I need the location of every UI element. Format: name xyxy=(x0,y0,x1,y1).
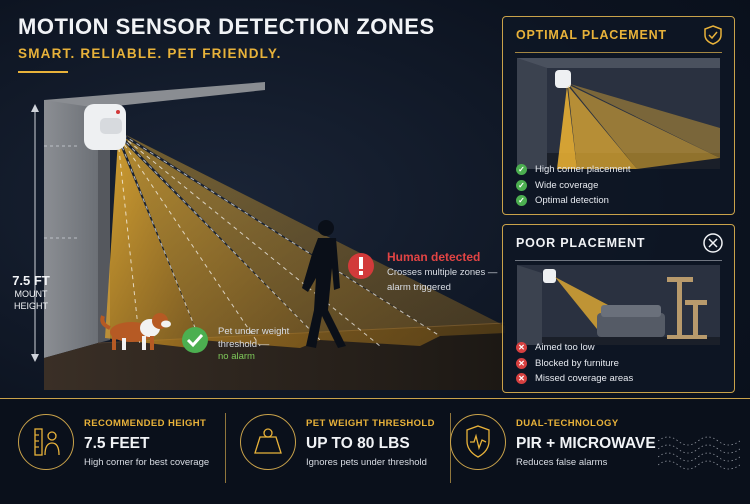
stat-description: Reduces false alarms xyxy=(516,457,608,468)
stats-bar: RECOMMENDED HEIGHT 7.5 FEET High corner … xyxy=(0,398,750,504)
motion-sensor-icon xyxy=(84,104,126,150)
x-icon: ✕ xyxy=(516,373,527,385)
list-item: ✓High corner placement xyxy=(516,162,631,178)
stat-divider xyxy=(225,413,226,483)
stat-description: High corner for best coverage xyxy=(84,457,210,468)
stat-label: RECOMMENDED HEIGHT xyxy=(84,418,207,429)
check-icon: ✓ xyxy=(516,179,527,191)
stat-description: Ignores pets under threshold xyxy=(306,457,427,468)
check-icon xyxy=(182,327,208,353)
optimal-placement-list: ✓High corner placement ✓Wide coverage ✓O… xyxy=(516,162,631,209)
detection-scene: 7.5 FT MOUNT HEIGHT xyxy=(0,78,506,390)
stat-dual-technology: DUAL-TECHNOLOGY PIR + MICROWAVE Reduces … xyxy=(432,399,750,504)
human-detected-line-1: Crosses multiple zones — xyxy=(387,267,498,278)
x-icon: ✕ xyxy=(516,357,527,369)
pet-callout-line-2: threshold — xyxy=(218,338,270,350)
poor-placement-illustration xyxy=(517,265,720,345)
stat-value: PIR + MICROWAVE xyxy=(516,435,656,452)
dog-icon xyxy=(100,313,171,350)
weight-icon xyxy=(240,414,296,470)
optimal-placement-illustration xyxy=(517,58,720,169)
shield-pulse-icon xyxy=(450,414,506,470)
list-item: ✓Wide coverage xyxy=(516,178,631,194)
poor-placement-title: POOR PLACEMENT xyxy=(516,236,646,250)
ruler-person-icon xyxy=(18,414,74,470)
stat-pet-weight: PET WEIGHT THRESHOLD UP TO 80 LBS Ignore… xyxy=(222,399,450,504)
x-icon: ✕ xyxy=(516,342,527,354)
wave-pattern-decoration xyxy=(658,436,740,470)
list-item: ✕Aimed too low xyxy=(516,340,633,356)
close-circle-icon xyxy=(703,233,723,253)
human-detected-heading: Human detected xyxy=(387,250,481,264)
page-title: MOTION SENSOR DETECTION ZONES xyxy=(18,14,435,39)
poor-placement-list: ✕Aimed too low ✕Blocked by furniture ✕Mi… xyxy=(516,340,633,387)
human-silhouette-icon xyxy=(302,220,346,348)
shield-check-icon xyxy=(704,25,722,45)
panel-divider xyxy=(515,260,722,261)
stat-value: UP TO 80 LBS xyxy=(306,435,410,452)
optimal-placement-panel: OPTIMAL PLACEMENT ✓High corner placement… xyxy=(502,16,735,215)
stat-label: DUAL-TECHNOLOGY xyxy=(516,418,619,429)
list-item: ✓Optimal detection xyxy=(516,193,631,209)
poor-placement-panel: POOR PLACEMENT ✕Aimed too low ✕Blocked b… xyxy=(502,224,735,393)
panel-divider xyxy=(515,52,722,53)
list-item: ✕Blocked by furniture xyxy=(516,356,633,372)
human-detected-line-2: alarm triggered xyxy=(387,282,451,293)
pet-callout-line-3: no alarm xyxy=(218,351,255,362)
scene-illustration xyxy=(31,82,506,390)
stat-recommended-height: RECOMMENDED HEIGHT 7.5 FEET High corner … xyxy=(0,399,225,504)
mount-height-label: 7.5 FT MOUNT HEIGHT xyxy=(12,273,50,311)
page-subtitle: SMART. RELIABLE. PET FRIENDLY. xyxy=(18,46,282,61)
pet-callout: Pet under weight threshold — no alarm xyxy=(218,326,328,364)
stat-value: 7.5 FEET xyxy=(84,435,150,452)
list-item: ✕Missed coverage areas xyxy=(516,371,633,387)
optimal-placement-title: OPTIMAL PLACEMENT xyxy=(516,28,667,42)
human-detected-callout: Human detected Crosses multiple zones — … xyxy=(387,250,502,294)
stat-label: PET WEIGHT THRESHOLD xyxy=(306,418,435,429)
pet-callout-line-1: Pet under weight xyxy=(218,326,290,337)
check-icon: ✓ xyxy=(516,164,527,176)
alert-icon xyxy=(348,253,374,279)
check-icon: ✓ xyxy=(516,195,527,207)
subtitle-underline xyxy=(18,71,68,73)
